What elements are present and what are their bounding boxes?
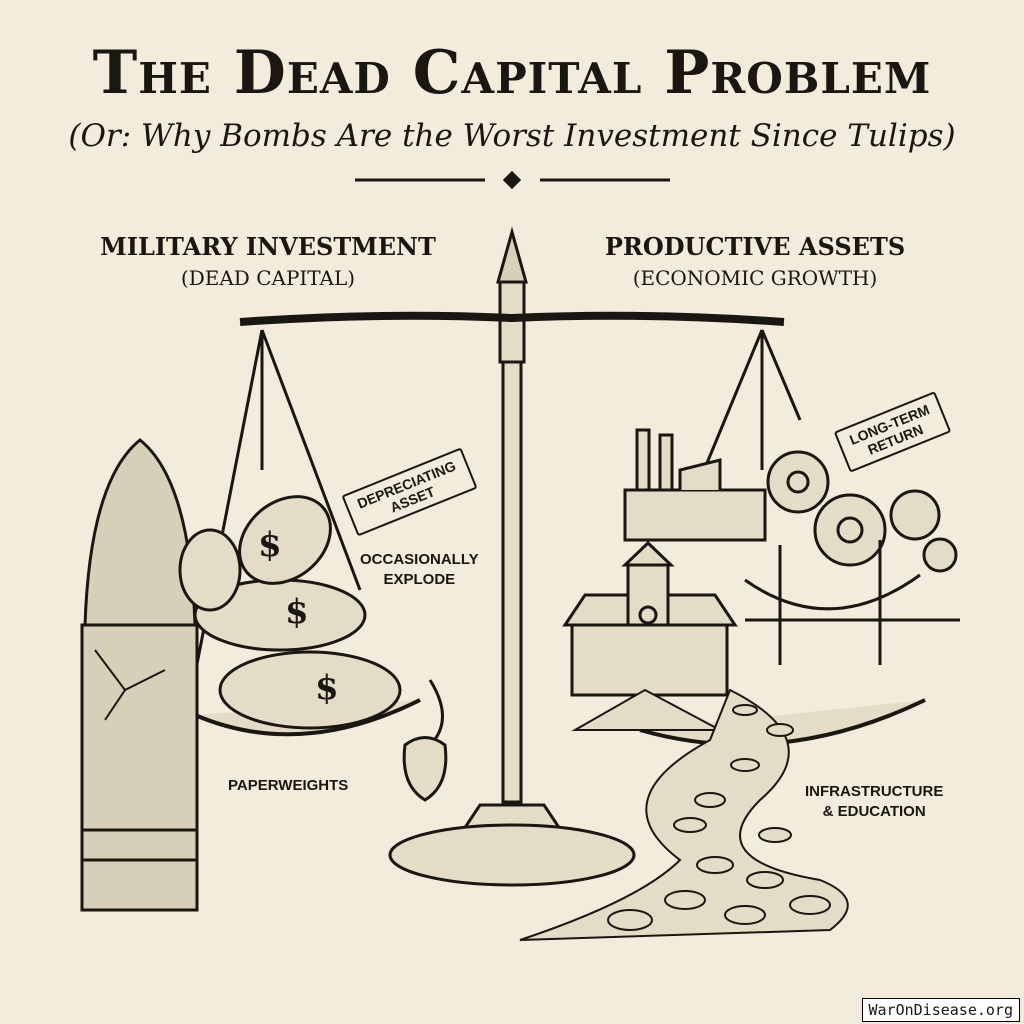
bridge-icon: [744, 540, 960, 665]
page-subtitle: (Or: Why Bombs Are the Worst Investment …: [68, 118, 956, 154]
left-subheading: (DEAD CAPITAL): [180, 266, 356, 290]
left-heading: MILITARY INVESTMENT: [100, 232, 436, 261]
dollar-sign: $: [285, 592, 309, 632]
page-title: The Dead Capital Problem: [92, 38, 932, 108]
paperweights-label: PAPERWEIGHTS: [228, 777, 349, 794]
label-line: INFRASTRUCTURE: [805, 783, 944, 800]
scale-icon: [188, 226, 926, 887]
divider-ornament: [355, 170, 670, 190]
artillery-shell-icon: [80, 438, 199, 912]
right-heading: PRODUCTIVE ASSETS: [604, 232, 906, 261]
gears-icon: [766, 450, 958, 573]
label-line: EXPLODE: [383, 571, 456, 588]
tulip-icon: [402, 679, 448, 802]
watermark: WarOnDisease.org: [861, 998, 1020, 1022]
dollar-sign: $: [315, 668, 339, 708]
infrastructure-education-label: INFRASTRUCTURE & EDUCATION: [805, 782, 943, 822]
label-line: OCCASIONALLY: [360, 551, 479, 568]
coin-road-icon: [519, 688, 849, 941]
label-line: & EDUCATION: [822, 803, 926, 820]
occasionally-explode-label: OCCASIONALLY EXPLODE: [360, 550, 479, 590]
dollar-sign: $: [258, 525, 282, 565]
right-subheading: (ECONOMIC GROWTH): [632, 266, 878, 290]
factory-icon: [623, 428, 767, 542]
bomb-pile-icon: [178, 495, 402, 730]
schoolhouse-icon: [562, 540, 738, 731]
